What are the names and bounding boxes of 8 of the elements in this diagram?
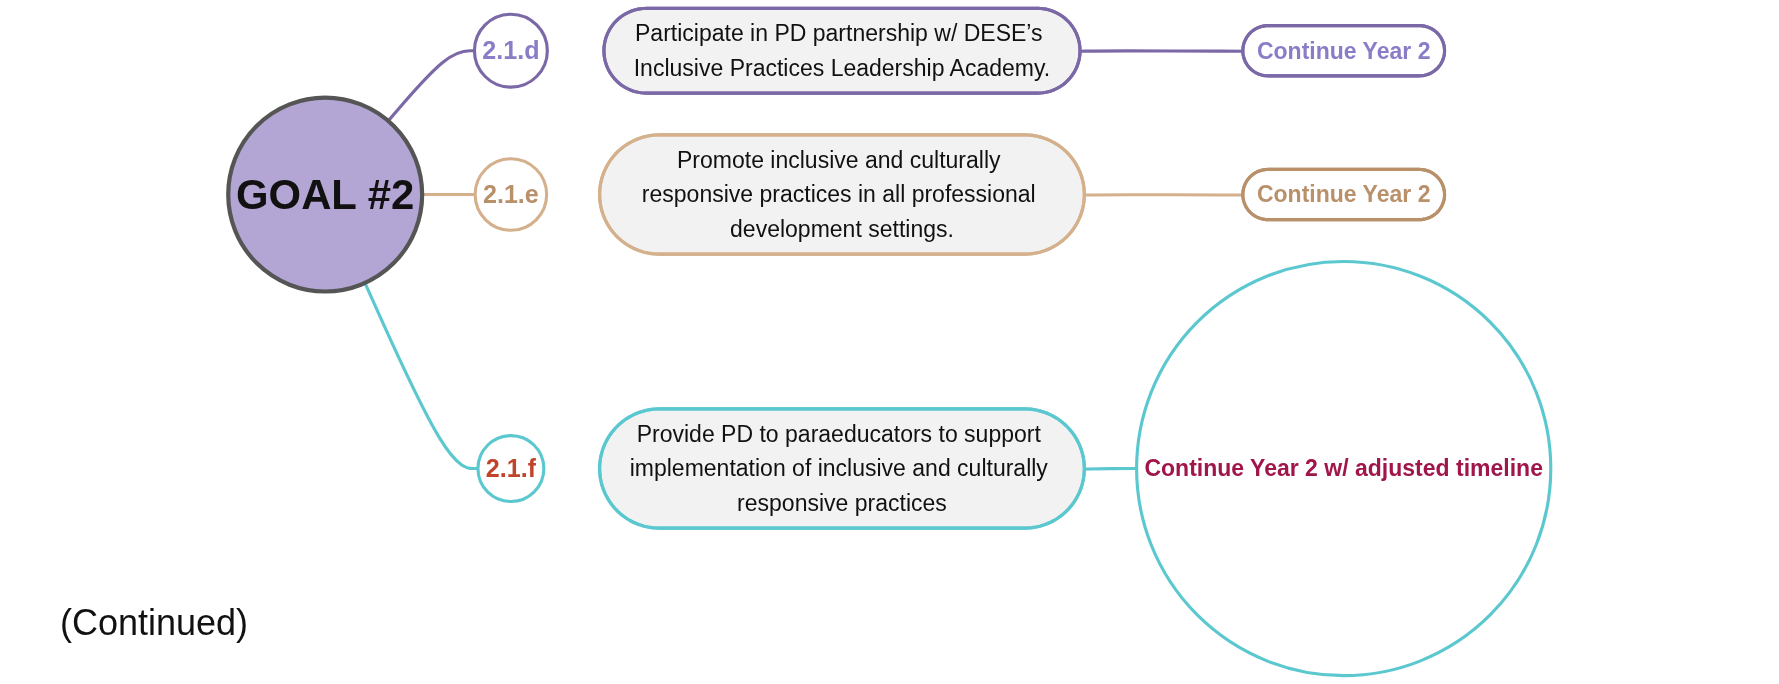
connector [363,282,478,471]
node-circle: GOAL #2 [226,95,425,294]
node-circle: Continue Year 2 w/ adjusted timeline [1135,259,1553,678]
note-text: (Continued) [60,602,249,644]
connector [1084,466,1137,471]
node-circle: 2.1.d [472,12,549,89]
node-circle: 2.1.f [476,434,546,504]
node-circle: 2.1.e [473,157,549,232]
